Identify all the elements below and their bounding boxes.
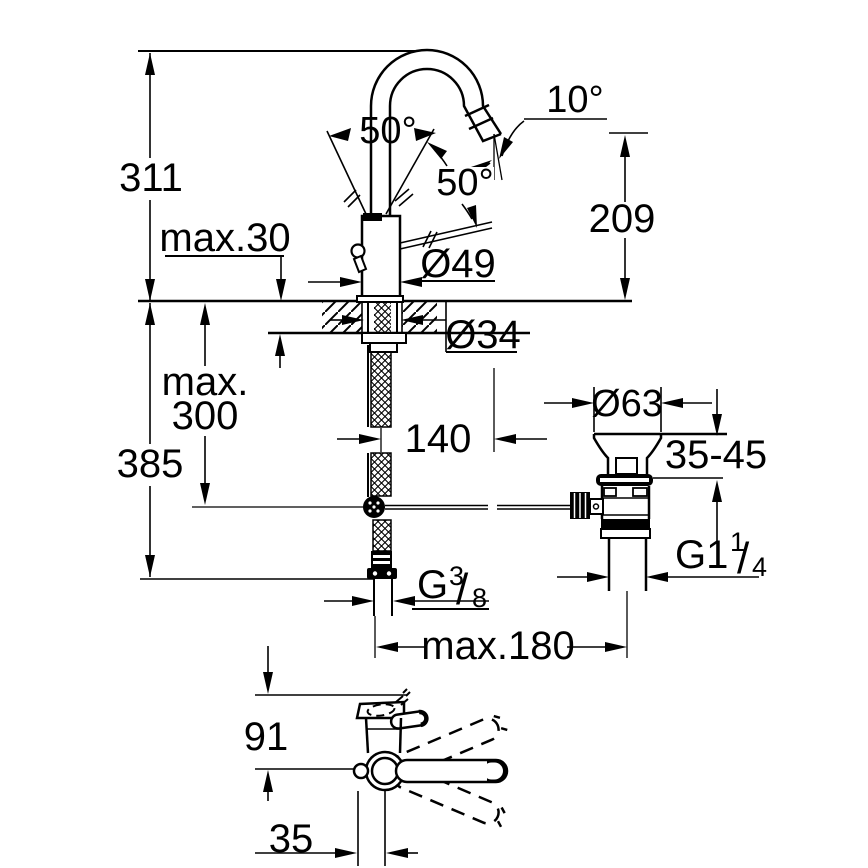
dimension-g1-1-4: G1 1 / 4 <box>557 527 767 583</box>
waste-plug-stem <box>615 457 638 475</box>
label-body-diameter: Ø49 <box>420 242 496 286</box>
dimension-max300: max. 300 <box>162 303 249 505</box>
label-waste-thread-den: 4 <box>752 552 767 582</box>
dimension-max180: max.180 <box>376 624 627 668</box>
hose-hex-connector <box>371 551 392 568</box>
dimension-311: 311 <box>118 53 183 301</box>
label-deck-thickness: max.30 <box>159 216 290 260</box>
waste-slot <box>603 487 617 497</box>
cartridge-mark <box>363 213 382 221</box>
dimension-angle-50-left: 50° <box>359 110 416 152</box>
label-spout-angle: 10° <box>546 79 603 121</box>
dimension-angle-10: 10° <box>546 79 603 121</box>
dimension-max30: max.30 <box>159 216 291 368</box>
label-supply-thread: G <box>417 563 448 607</box>
dimension-angle-50-right: 50° <box>436 162 494 204</box>
label-spout-projection: 140 <box>405 417 472 461</box>
hose-nut <box>367 568 397 579</box>
label-max-reach: max.180 <box>421 624 574 668</box>
dimension-g3-8: G 3 / 8 <box>324 561 489 614</box>
aerator-line-2 <box>468 116 494 131</box>
label-total-height: 311 <box>119 156 183 200</box>
faucet-body <box>360 214 402 303</box>
rod-clamp <box>589 498 604 515</box>
under-deck-assembly <box>361 301 571 616</box>
label-total-depth: 385 <box>117 442 184 486</box>
label-waste-thread: G1 <box>675 533 728 577</box>
label-clamp-range: 35-45 <box>665 433 767 477</box>
label-front-height: 91 <box>244 715 289 759</box>
spout-inner-edge <box>388 67 502 216</box>
label-front-offset: 35 <box>269 817 314 861</box>
faucet-side-view <box>350 48 503 303</box>
label-lever-swing-right: 50° <box>436 162 493 204</box>
lever-position-right <box>385 128 435 215</box>
dimension-209: 209 <box>589 135 656 300</box>
lever-position-front-2 <box>399 227 493 250</box>
spout-outer-edge <box>369 48 503 216</box>
popup-pull-pin <box>352 254 368 274</box>
waste-cup-right <box>645 434 663 474</box>
dimension-dia63: Ø63 <box>544 383 712 425</box>
lever-position-left <box>326 130 367 215</box>
label-supply-thread-den: 8 <box>472 583 487 613</box>
front-pivot-inner <box>370 756 400 786</box>
front-lever-solid <box>394 758 509 784</box>
front-spout-hidden <box>366 703 396 717</box>
waste-slot <box>632 487 648 497</box>
front-view: 91 35 <box>244 646 509 866</box>
supply-hose-upper <box>370 351 392 428</box>
label-hole-diameter: Ø34 <box>445 313 521 357</box>
lever-position-front-1 <box>399 221 493 244</box>
popup-pull-knob <box>350 243 366 259</box>
mounting-washer <box>369 342 398 353</box>
label-lever-swing-left: 50° <box>359 110 416 152</box>
label-supply-thread-slash: / <box>456 565 469 614</box>
label-outlet-height: 209 <box>589 197 656 241</box>
tick-right-lever <box>394 188 414 207</box>
waste-lock-nut <box>601 519 650 529</box>
label-waste-thread-num: 1 <box>730 527 745 557</box>
label-waste-thread-slash: / <box>737 534 750 583</box>
reference-lines <box>138 50 723 658</box>
arc-arrow <box>329 128 351 141</box>
threaded-shank <box>374 302 391 333</box>
label-supply-thread-num: 3 <box>449 561 464 591</box>
arc-arrow <box>467 205 477 228</box>
dimension-35-45: 35-45 <box>665 389 767 541</box>
tick-front-lever <box>422 230 438 249</box>
aerator-line-1 <box>464 103 490 118</box>
arc-arrow <box>499 137 513 159</box>
front-side-knob <box>352 762 370 780</box>
dimension-dia49: Ø49 <box>308 242 496 287</box>
waste-cup-left <box>592 434 610 474</box>
arc-arrow <box>427 142 447 159</box>
dimension-385: 385 <box>116 303 184 577</box>
tick-left-lever <box>343 189 361 208</box>
label-hose-depth-1: max. <box>162 360 249 404</box>
dimension-140: 140 <box>337 417 547 461</box>
arc-arrow <box>414 128 436 141</box>
mounting-nut <box>361 332 407 344</box>
arc-50-right-lower <box>461 203 473 220</box>
label-flange-diameter: Ø63 <box>591 383 663 425</box>
front-spout-dashes <box>395 688 411 706</box>
dimension-dia34: Ø34 <box>330 301 521 357</box>
popup-horizontal-rod <box>385 504 571 510</box>
label-hose-depth-2: 300 <box>172 394 239 438</box>
supply-hose-middle <box>370 452 392 497</box>
popup-waste-assembly <box>570 432 727 591</box>
supply-hose-lower <box>372 519 392 552</box>
